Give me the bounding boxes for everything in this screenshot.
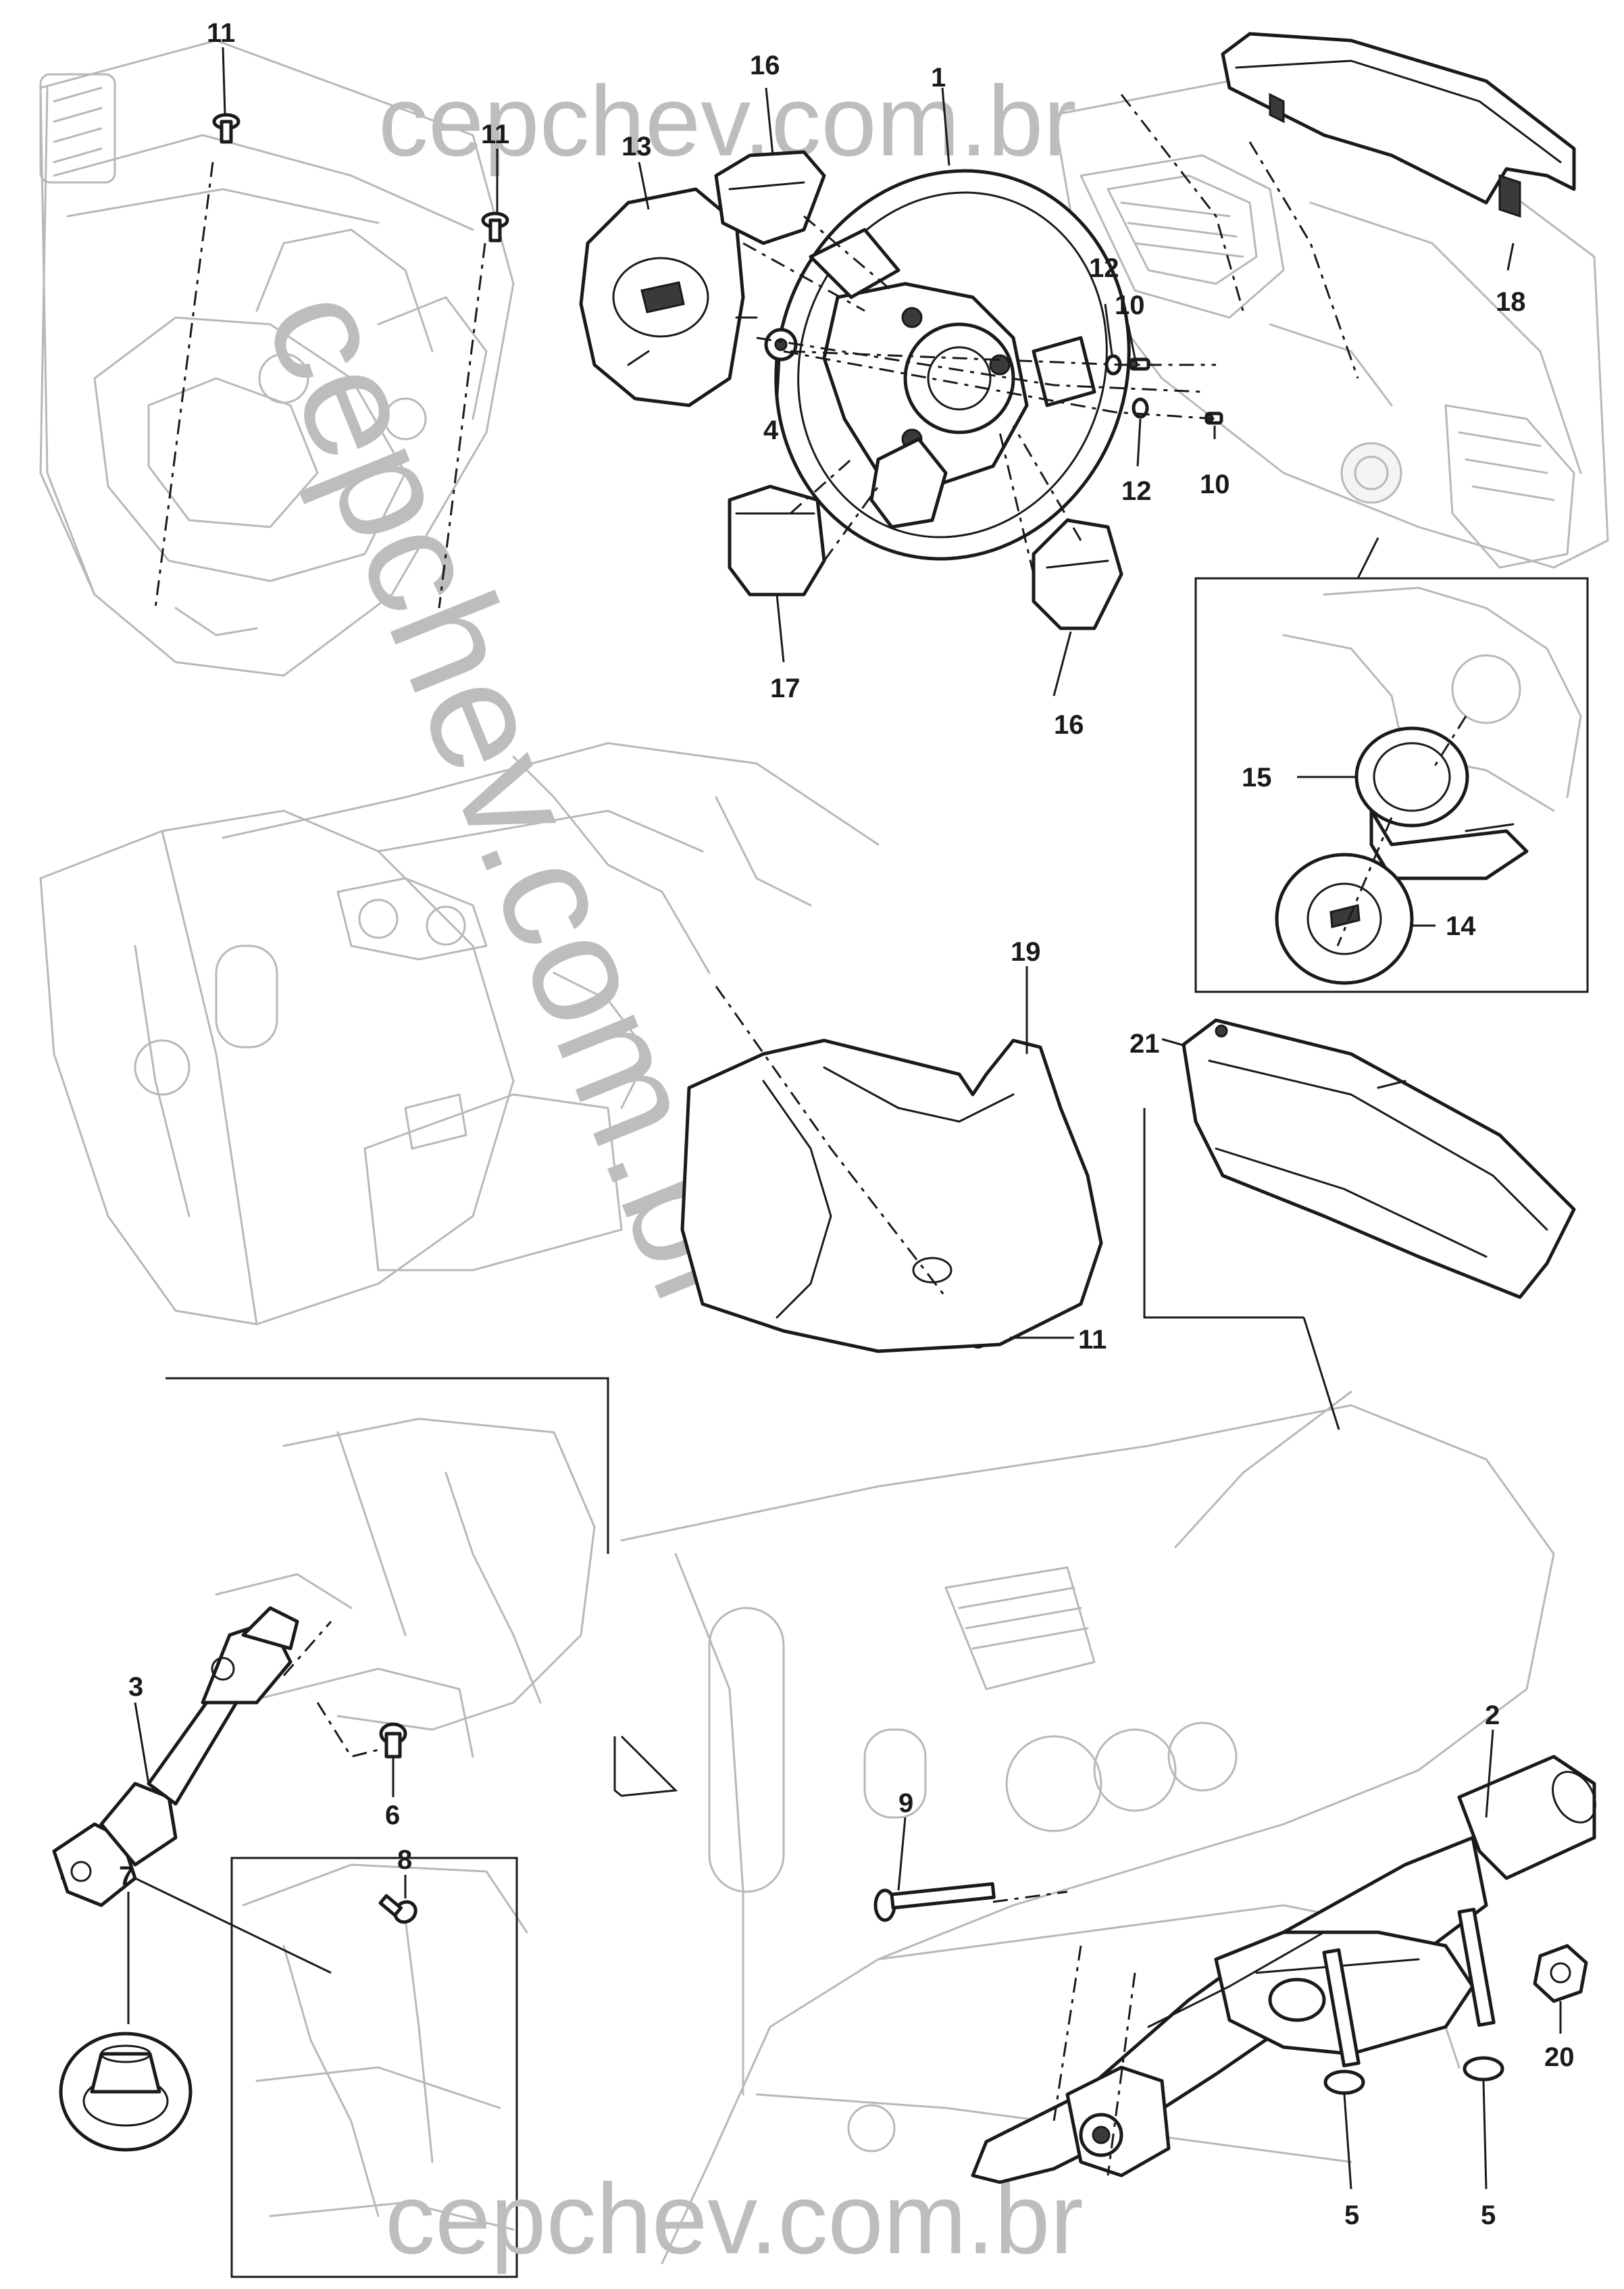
callout-10-top: 10 [1115,291,1145,320]
leader-lines [127,47,1562,2190]
callout-16-bottom: 16 [1054,710,1084,740]
screw-10-upper [1129,357,1150,371]
steering-column-2 [971,1755,1596,2184]
ghost-inset-lower-left [242,1863,528,2231]
inset-frame-dash-upper-diag [1302,1317,1340,1430]
callout-1: 1 [931,63,946,93]
nut-part-4 [764,328,798,361]
bolt-9 [873,1882,996,1922]
trim-cover-16-bottom [1032,518,1123,630]
bolt-6 [379,1722,407,1759]
nut-20 [1533,1944,1588,2003]
inset-pointer-ignition [1356,537,1379,579]
ignition-bezel-14 [1275,853,1414,985]
callout-10-bottom: 10 [1200,470,1230,499]
callout-19: 19 [1011,937,1041,967]
bolt-8 [378,1894,417,1924]
callout-13: 13 [621,132,652,161]
bolt-5-left [1322,1948,1365,2095]
callout-3: 3 [128,1672,143,1702]
callout-16-top: 16 [750,51,780,80]
callout-12-bottom: 12 [1121,476,1152,506]
inset-frame-pedal-chevron [613,1735,678,1797]
watermark-top: cepchev.com.br [378,66,1077,177]
callout-11-c: 11 [1078,1325,1107,1355]
callout-5-left: 5 [1344,2200,1359,2230]
trim-cover-16-top [714,150,826,245]
callout-7: 7 [119,1861,134,1891]
callout-12-top: 12 [1089,253,1119,283]
callout-9: 9 [898,1788,913,1818]
bolt-5-right [1457,1907,1504,2082]
intermediate-shaft-3 [52,1606,299,1907]
callout-11-a: 11 [207,18,235,48]
screw-11-b [481,211,509,243]
callout-21: 21 [1130,1029,1160,1059]
ghost-dashboard-middle-left [39,742,880,1326]
inset-frame-pedal-lower [230,1857,518,2278]
clip-12-lower [1132,397,1149,419]
ghost-dashboard-upper-right [1052,80,1609,569]
callout-11-b: 11 [481,120,509,149]
callout-15: 15 [1242,763,1272,793]
upper-dash-trim-18 [1221,32,1576,218]
grommet-7 [59,2032,193,2152]
callout-20: 20 [1544,2042,1575,2072]
ghost-pedal-area [215,1417,596,1758]
ghost-dashboard-upper-left [39,39,515,677]
callout-6: 6 [385,1801,400,1830]
assembly-lines [154,94,1467,2176]
airbag-module [579,187,758,407]
callout-8: 8 [397,1845,412,1875]
ignition-housing-15 [1354,726,1529,880]
screw-11-a [212,113,240,144]
trim-cover-17 [728,484,826,597]
callout-18: 18 [1496,287,1526,317]
callout-5-right: 5 [1481,2200,1496,2230]
callout-labels: 1 16 13 4 12 10 12 10 17 16 18 11 11 15 … [119,18,1575,2230]
inset-frame-dash-upper [1143,1108,1304,1319]
inset-frame-pedal [166,1377,609,1554]
callout-14: 14 [1446,911,1476,941]
ghost-dashboard-lower [620,1390,1555,2265]
callout-17: 17 [770,674,801,703]
callout-4: 4 [763,416,779,445]
inset-frame-ignition [1194,577,1589,993]
watermark-bottom: cepchev.com.br [385,2163,1084,2275]
instrument-bezel-21 [1182,1018,1576,1299]
column-shroud-19 [680,1038,1103,1353]
callout-2: 2 [1485,1701,1500,1730]
